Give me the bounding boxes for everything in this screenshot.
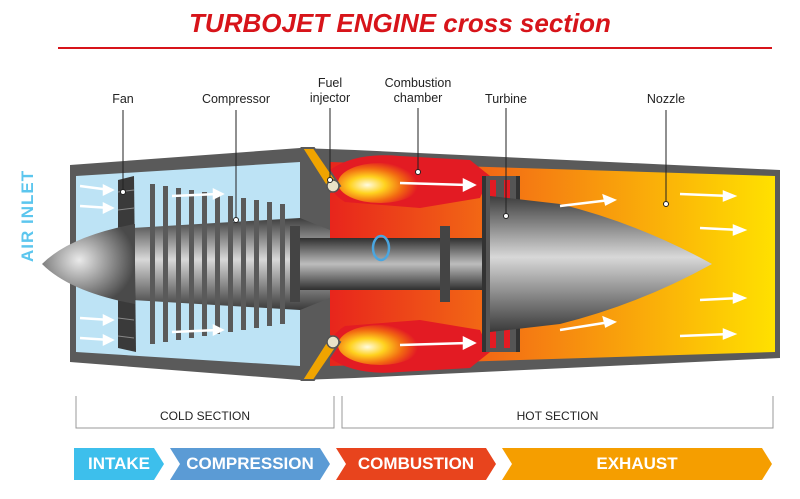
label-combustion-chamber: Combustion chamber — [368, 76, 468, 106]
label-fuel-injector-line1: Fuel — [317, 76, 343, 90]
phase-compression-shape — [170, 448, 330, 480]
airflow-arrows — [79, 177, 748, 351]
phase-compression-label: COMPRESSION — [186, 454, 314, 473]
label-fuel-injector-line2: injector — [309, 91, 351, 105]
label-air-inlet: AIR INLET — [18, 169, 37, 262]
label-fan: Fan — [112, 92, 134, 106]
label-nozzle: Nozzle — [646, 92, 686, 106]
tail-cone — [490, 196, 712, 332]
section-brackets — [75, 396, 774, 429]
label-fuel-injector: Fuel injector — [295, 76, 365, 106]
nose-spinner — [42, 224, 135, 304]
label-turbine: Turbine — [485, 92, 527, 106]
label-hot-section: HOT SECTION — [516, 409, 599, 423]
diagram-title: TURBOJET ENGINE cross section — [189, 8, 611, 38]
label-combustion-chamber-line2: chamber — [393, 91, 443, 105]
phase-exhaust-label: EXHAUST — [596, 454, 678, 473]
label-combustion-chamber-line1: Combustion — [384, 76, 452, 90]
compressor-blades — [150, 184, 285, 344]
label-cold-section: COLD SECTION — [159, 409, 250, 423]
title-underline — [58, 47, 772, 49]
phase-intake-shape — [74, 448, 164, 480]
main-shaft — [300, 238, 490, 290]
phase-combustion-label: COMBUSTION — [357, 454, 475, 473]
label-compressor: Compressor — [201, 92, 271, 106]
phase-combustion-shape — [336, 448, 496, 480]
flame-top — [338, 163, 422, 203]
flame-bottom — [338, 325, 422, 365]
phase-intake-label: INTAKE — [87, 454, 150, 473]
rotation-arrow-icon — [371, 234, 391, 262]
phase-exhaust-shape — [502, 448, 772, 480]
leader-lines — [122, 108, 667, 220]
